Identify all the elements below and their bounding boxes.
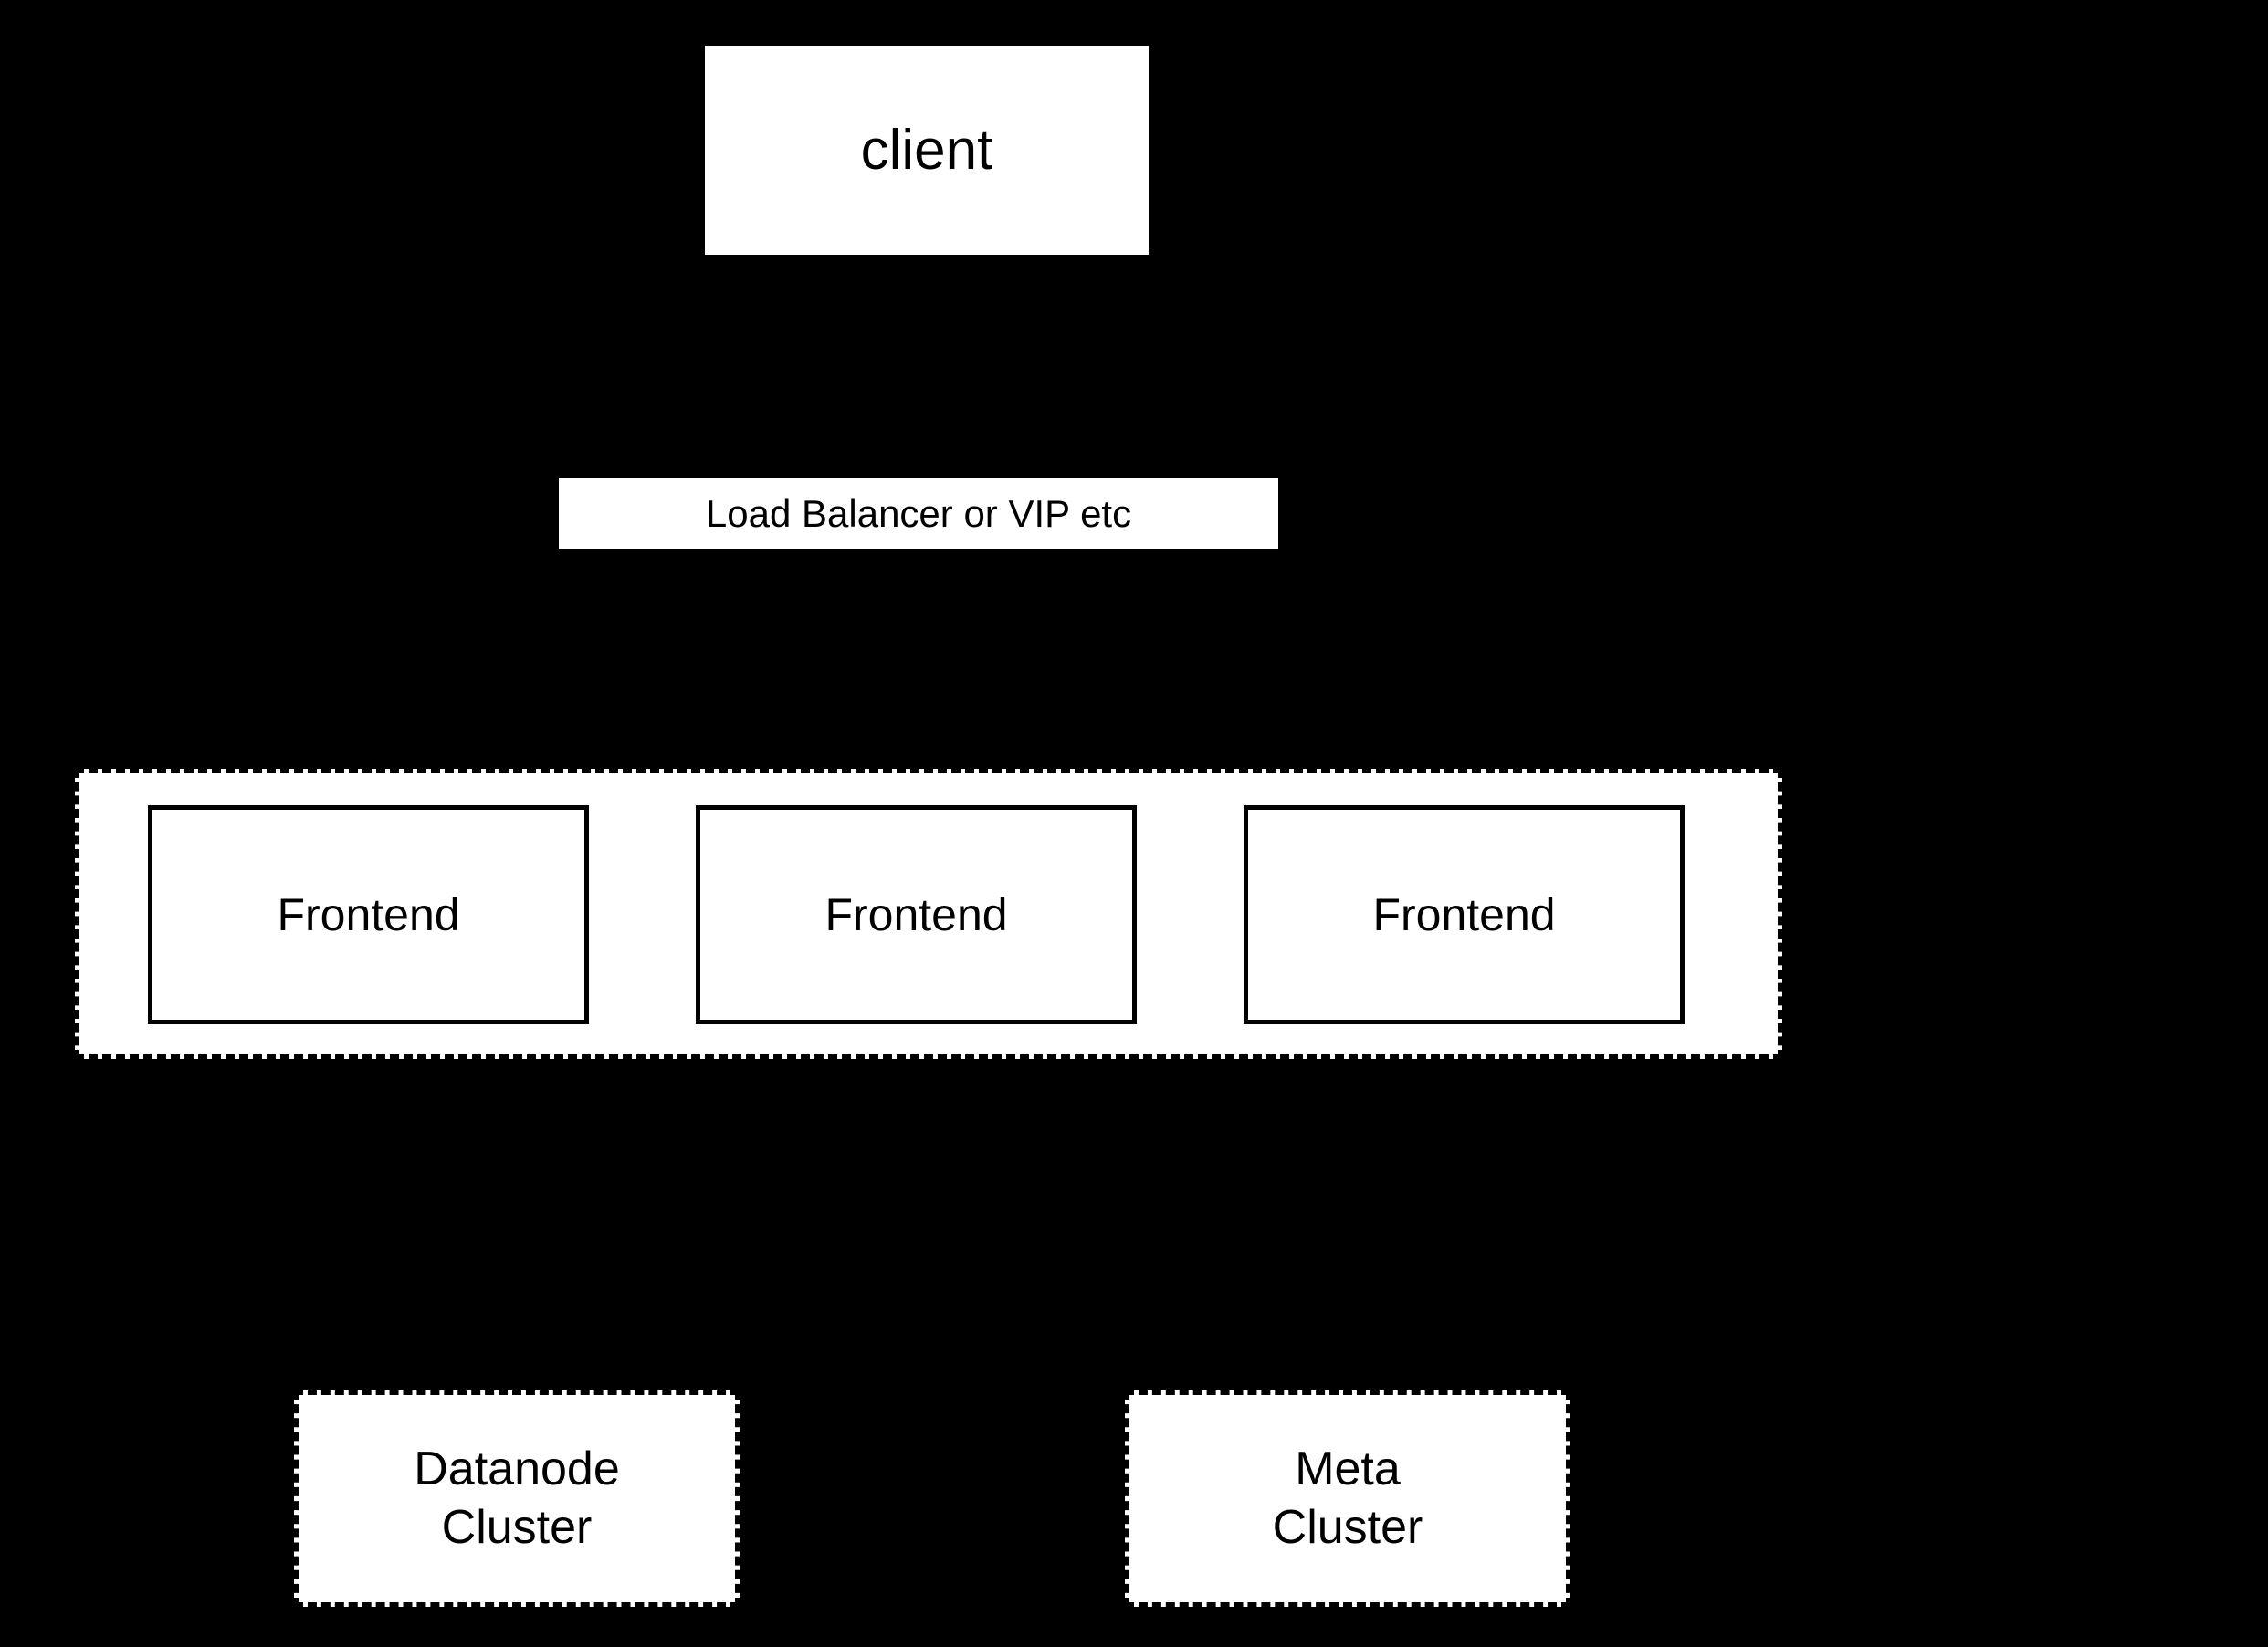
node-load-balancer[interactable]: Load Balancer or VIP etc	[559, 478, 1278, 549]
node-frontend-2[interactable]: Frontend	[696, 805, 1137, 1024]
node-datanode-cluster[interactable]: Datanode Cluster	[294, 1390, 740, 1607]
node-frontend-3[interactable]: Frontend	[1244, 805, 1685, 1024]
node-frontend-1[interactable]: Frontend	[148, 805, 589, 1024]
node-client-label: client	[860, 118, 993, 182]
node-meta-cluster[interactable]: Meta Cluster	[1125, 1390, 1570, 1607]
node-meta-cluster-label: Meta Cluster	[1272, 1442, 1423, 1554]
node-frontend-1-label: Frontend	[277, 888, 460, 940]
node-frontend-2-label: Frontend	[824, 888, 1008, 940]
node-datanode-cluster-label: Datanode Cluster	[414, 1442, 620, 1554]
node-load-balancer-label: Load Balancer or VIP etc	[705, 491, 1132, 535]
node-client[interactable]: client	[705, 46, 1149, 255]
node-frontend-3-label: Frontend	[1372, 888, 1556, 940]
